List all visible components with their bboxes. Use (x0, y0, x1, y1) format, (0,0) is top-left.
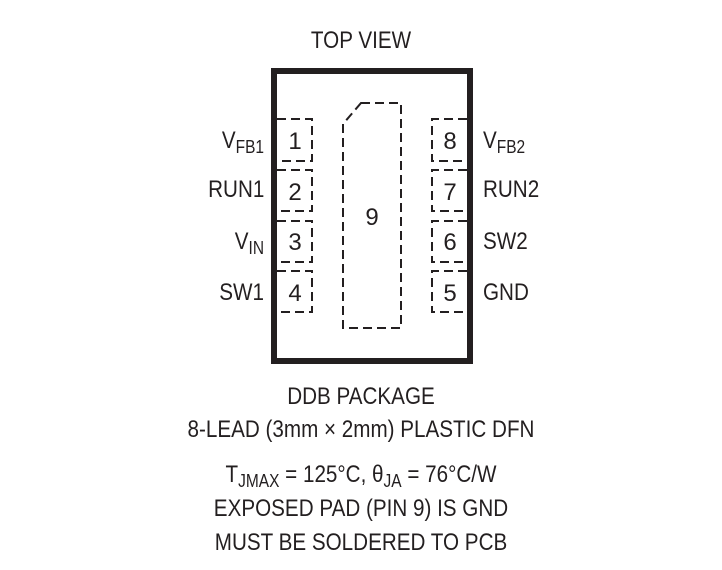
diagram-title: TOP VIEW (310, 27, 412, 54)
package-body (271, 68, 473, 364)
pin-label-run2: RUN2 (483, 176, 540, 203)
pin-number-8: 8 (443, 128, 456, 155)
pin-number-1: 1 (288, 128, 301, 155)
pin-number-2: 2 (288, 179, 301, 206)
pin-label-vfb2: VFB2 (483, 127, 526, 157)
pin-1-pad (277, 118, 313, 162)
pin-label-run1: RUN1 (207, 176, 264, 203)
pin-3-pad (277, 220, 313, 263)
pin-label-gnd: GND (483, 279, 529, 306)
pin-label-vfb1: VFB1 (221, 127, 264, 157)
pin-7-pad (431, 169, 467, 212)
pin-number-5: 5 (443, 280, 456, 307)
pin-4-pad (277, 270, 313, 313)
pin-number-6: 6 (443, 229, 456, 256)
pin-5-pad (431, 270, 467, 313)
thermal-specs: TJMAX = 125°C, θJA = 76°C/W (225, 461, 497, 491)
pin-6-pad (431, 220, 467, 263)
pin-number-7: 7 (443, 179, 456, 206)
package-description: 8-LEAD (3mm × 2mm) PLASTIC DFN (187, 416, 535, 443)
pin-8-pad (431, 118, 467, 162)
package-name: DDB PACKAGE (287, 383, 435, 410)
pin-2-pad (277, 169, 313, 212)
pin-label-sw1: SW1 (219, 279, 264, 306)
pin-label-vin: VIN (234, 228, 264, 258)
pin-number-3: 3 (288, 229, 301, 256)
pin-number-9: 9 (365, 204, 378, 231)
exposed-pad (342, 102, 402, 329)
solder-note: MUST BE SOLDERED TO PCB (214, 529, 508, 556)
exposed-pad-note: EXPOSED PAD (PIN 9) IS GND (213, 495, 509, 522)
pin-number-4: 4 (288, 280, 301, 307)
pin-label-sw2: SW2 (483, 228, 528, 255)
